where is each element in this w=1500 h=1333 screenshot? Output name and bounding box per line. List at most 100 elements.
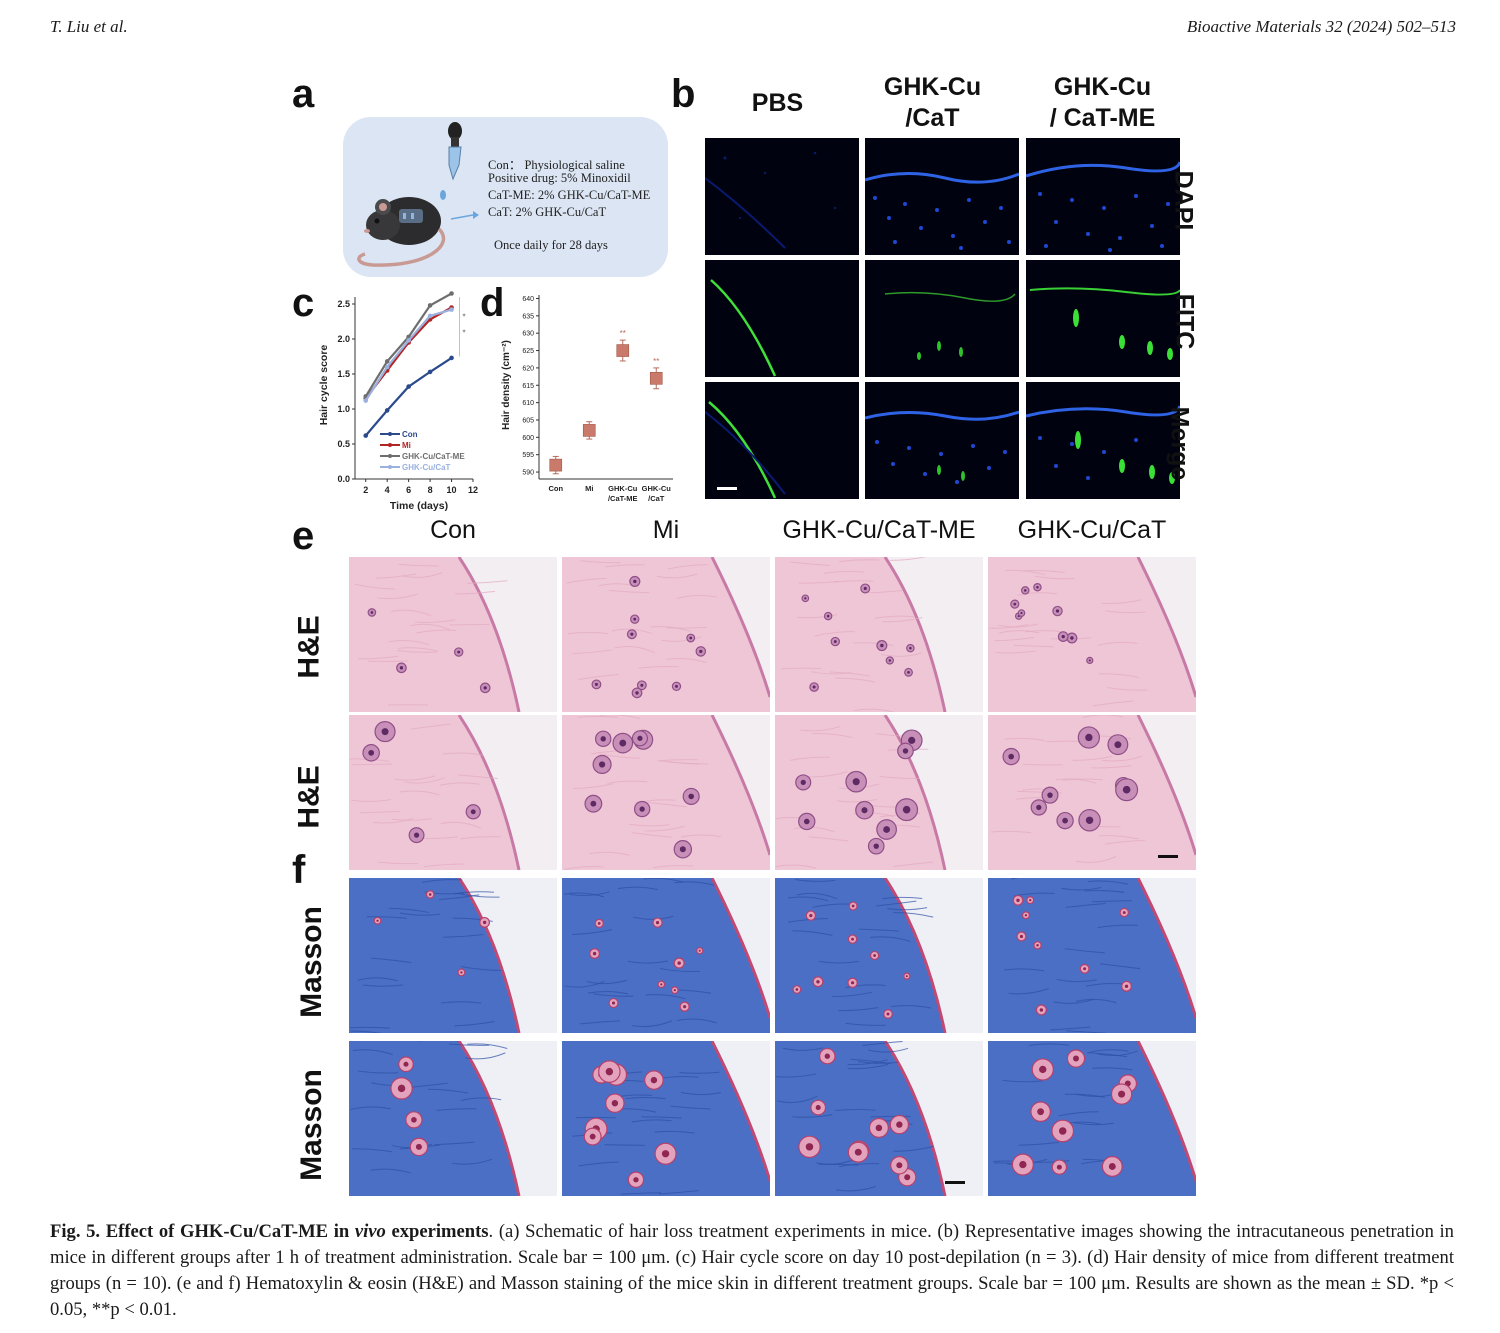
histology-image-he-cat	[988, 715, 1196, 870]
scheme-group-con: Con： Physiological saline	[488, 158, 625, 172]
histology-image-masson-con	[349, 878, 557, 1033]
d-sig-label: **	[653, 357, 659, 366]
d-point	[616, 344, 630, 357]
hist-row-he-1: H&E	[292, 615, 326, 679]
panel-label-c: c	[292, 281, 315, 325]
fluor-col-ghk-cu-cat: GHK-Cu /CaT	[883, 73, 982, 132]
mouse-icon	[357, 197, 446, 267]
hist-row-masson-2: Masson	[294, 1069, 328, 1181]
c-point	[427, 303, 433, 308]
d-ytick-label: 590	[522, 470, 534, 477]
fluor-image-pbs-fitc	[705, 260, 859, 377]
running-header-journal: Bioactive Materials 32 (2024) 502–513	[1186, 17, 1456, 36]
histology-image-masson-cat-me	[775, 1041, 983, 1196]
histology-image-masson-cat	[988, 878, 1196, 1033]
histology-image-masson-mi	[562, 1041, 770, 1196]
d-ytick-label: 610	[522, 400, 534, 407]
d-category-label: /CaT-ME	[608, 494, 638, 503]
c-point	[449, 291, 454, 296]
c-ytick-label: 0.5	[337, 439, 350, 449]
hist-col-cat-me: GHK-Cu/CaT-ME	[782, 516, 976, 544]
fluor-row-fitc: FITC	[1170, 293, 1199, 350]
c-xtick-label: 4	[385, 485, 390, 495]
panel-label-f: f	[292, 848, 306, 892]
d-sig-label: **	[620, 329, 626, 338]
hist-col-cat: GHK-Cu/CaT	[1017, 516, 1167, 544]
treatment-scheme: Con： Physiological saline Positive drug:…	[343, 117, 668, 277]
c-series-line	[364, 356, 453, 437]
figure-caption: Fig. 5. Effect of GHK-Cu/CaT-ME in vivo …	[50, 1219, 1454, 1323]
d-category-label: /CaT	[648, 494, 665, 503]
running-header-authors: T. Liu et al.	[50, 17, 128, 36]
d-ytick-label: 615	[522, 383, 534, 390]
fluor-image-cat-me-dapi	[1026, 138, 1180, 255]
d-ytick-label: 600	[522, 435, 534, 442]
c-legend-label: Con	[402, 430, 418, 439]
c-xlabel: Time (days)	[390, 500, 448, 512]
histology-image-he-cat-me	[775, 557, 983, 712]
caption-title: Effect of GHK-Cu/CaT-ME in vivo experime…	[105, 1221, 489, 1242]
d-category-label: GHK-Cu	[642, 484, 672, 493]
scale-bar	[1158, 855, 1178, 858]
scale-bar	[945, 1181, 965, 1184]
hist-col-mi: Mi	[652, 516, 680, 544]
caption-body: . (a) Schematic of hair loss treatment e…	[50, 1221, 1454, 1320]
fluor-image-cat-me-merge	[1026, 382, 1180, 499]
panel-label-b: b	[671, 72, 696, 116]
c-xtick-label: 12	[468, 485, 478, 495]
c-legend-marker	[388, 454, 392, 458]
histology-image-he-cat	[988, 557, 1196, 712]
c-ytick-label: 2.5	[337, 299, 350, 309]
caption-fig-label: Fig. 5.	[50, 1221, 101, 1242]
d-ytick-label: 640	[522, 296, 534, 303]
fluor-row-dapi: DAPI	[1169, 170, 1198, 231]
d-category-label: Con	[548, 484, 563, 493]
scheme-group-cat-me: CaT-ME: 2% GHK-Cu/CaT-ME	[488, 188, 651, 202]
c-ylabel: Hair cycle score	[318, 345, 330, 426]
c-legend-label: Mi	[402, 441, 411, 450]
c-point	[384, 359, 390, 364]
c-point	[449, 355, 454, 361]
d-ytick-label: 595	[522, 452, 534, 459]
mouse-dropper-illustration	[357, 122, 479, 267]
c-point	[363, 398, 369, 403]
histology-image-he-mi	[562, 557, 770, 712]
scale-bar	[717, 487, 737, 490]
scheme-group-cat: CaT: 2% GHK-Cu/CaT	[488, 205, 607, 219]
histology-image-he-cat-me	[775, 715, 983, 870]
c-point	[427, 313, 433, 319]
d-ylabel: Hair density (cm⁻²)	[501, 340, 512, 430]
d-point	[649, 372, 663, 385]
fluor-image-pbs-merge	[705, 382, 859, 499]
c-sig-star: *	[463, 329, 466, 338]
c-xtick-label: 10	[447, 485, 457, 495]
fluor-image-pbs-dapi	[705, 138, 859, 255]
histology-image-masson-cat	[988, 1041, 1196, 1196]
c-point	[363, 433, 369, 438]
histology-image-masson-mi	[562, 878, 770, 1033]
c-ytick-label: 1.0	[337, 404, 350, 414]
dropper-icon	[440, 122, 462, 200]
c-point	[449, 307, 454, 312]
histology-image-masson-cat-me	[775, 878, 983, 1033]
fluor-image-cat-fitc	[865, 260, 1019, 377]
panel-label-d: d	[480, 281, 505, 325]
d-ytick-label: 625	[522, 348, 534, 355]
c-point	[384, 364, 390, 370]
scheme-group-positive: Positive drug: 5% Minoxidil	[488, 171, 631, 185]
hist-row-he-2: H&E	[292, 765, 326, 829]
fluor-col-ghk-cu-cat-me: GHK-Cu / CaT-ME	[1049, 73, 1156, 132]
c-xtick-label: 6	[406, 485, 411, 495]
c-point	[406, 384, 411, 389]
c-legend-marker	[388, 465, 392, 469]
c-legend-label: GHK-Cu/CaT-ME	[402, 452, 465, 461]
d-ytick-label: 635	[522, 313, 534, 320]
histology-image-he-con	[349, 715, 557, 870]
histology-image-he-mi	[562, 715, 770, 870]
c-xtick-label: 8	[428, 485, 433, 495]
scheme-dosing-note: Once daily for 28 days	[494, 238, 608, 252]
fluor-image-cat-merge	[865, 382, 1019, 499]
c-point	[406, 338, 411, 343]
d-ytick-label: 605	[522, 417, 534, 424]
